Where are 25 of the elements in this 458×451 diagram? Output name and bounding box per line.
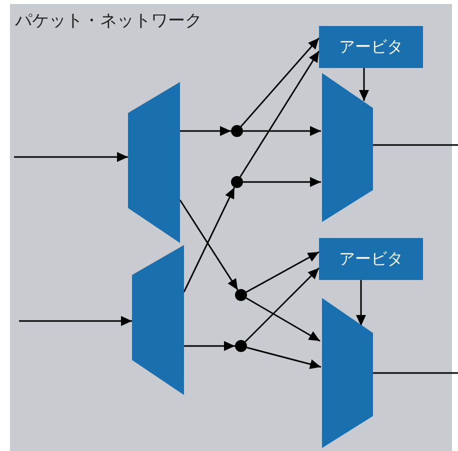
arrow [184, 341, 235, 351]
demultiplexer-shape [132, 245, 184, 395]
arrow [180, 126, 231, 136]
arrow [244, 267, 320, 342]
title: パケット・ネットワーク [15, 11, 202, 31]
arrow [19, 316, 132, 326]
arrow [240, 50, 320, 178]
demultiplexer-shape [128, 82, 180, 243]
arrow [359, 68, 369, 101]
multiplexer-shape [322, 298, 373, 448]
arrow [243, 177, 321, 187]
arrow [179, 200, 238, 290]
multiplexer-shape [322, 73, 373, 222]
arrow [243, 126, 321, 136]
arbiter-box: アービタ [319, 26, 423, 68]
arrow [183, 187, 236, 292]
arrow [246, 297, 320, 342]
arrow [246, 251, 320, 293]
connector-line [373, 144, 458, 146]
arrow [14, 152, 128, 162]
arrow [240, 38, 320, 127]
arrow [246, 346, 322, 370]
arrow [356, 280, 366, 326]
arbiter-box: アービタ [319, 238, 423, 280]
connector-line [373, 372, 458, 374]
